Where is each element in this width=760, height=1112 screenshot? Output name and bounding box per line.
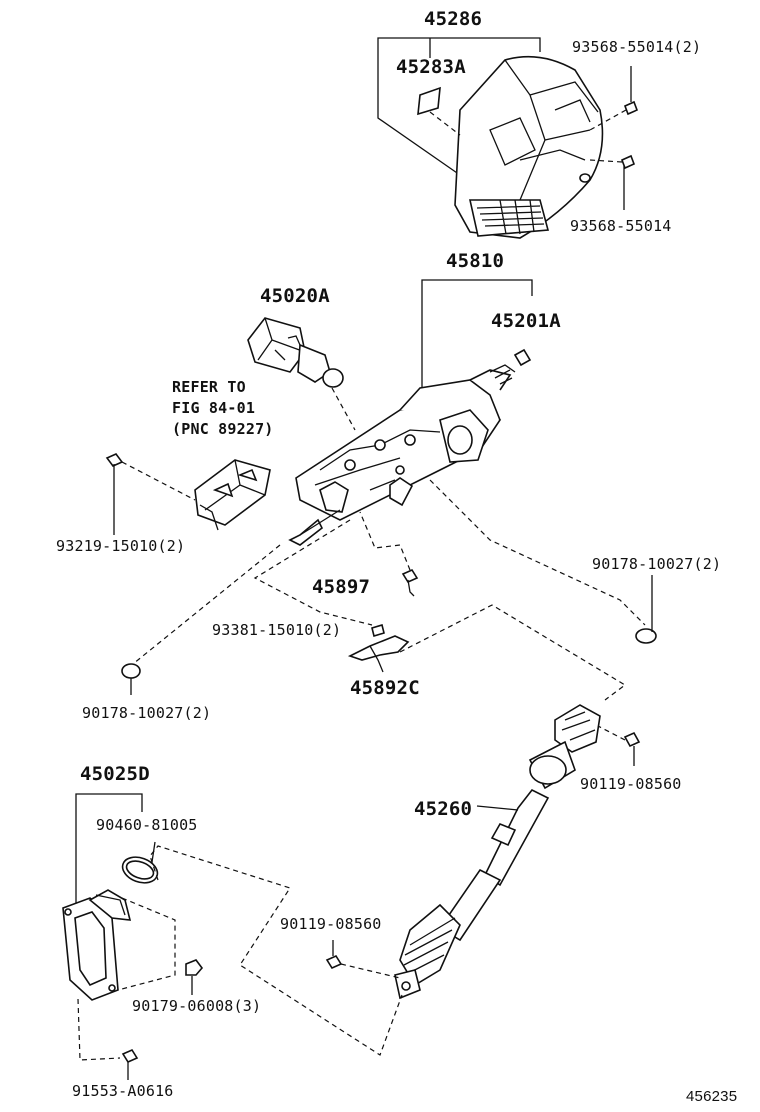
part-number-90460-81005[interactable]: 90460-81005 [96, 816, 198, 834]
steering-column-assembly-icon [288, 364, 516, 546]
part-number-93568-55014-2[interactable]: 93568-55014(2) [572, 38, 702, 56]
part-number-93568-55014[interactable]: 93568-55014 [570, 217, 672, 235]
part-number-45892c[interactable]: 45892C [350, 677, 420, 699]
ring-icon [121, 841, 159, 884]
part-number-45260[interactable]: 45260 [414, 798, 473, 820]
leader-45810 [421, 279, 533, 296]
bracket-icon [194, 459, 271, 531]
part-number-93381-15010[interactable]: 93381-15010(2) [212, 621, 342, 639]
refer-fig-line[interactable]: FIG 84-01 [172, 399, 256, 417]
refer-pnc-line: (PNC 89227) [172, 420, 274, 438]
part-number-91553-a0616[interactable]: 91553-A0616 [72, 1082, 174, 1100]
part-number-45286[interactable]: 45286 [424, 8, 483, 30]
bolt-icon [325, 940, 401, 979]
part-number-45020a[interactable]: 45020A [260, 285, 330, 307]
label-45283a-icon [417, 86, 441, 116]
refer-to-line: REFER TO [172, 378, 246, 396]
part-number-90119-08560-right[interactable]: 90119-08560 [580, 775, 682, 793]
part-number-90119-08560-left[interactable]: 90119-08560 [280, 915, 382, 933]
part-number-90178-10027-right[interactable]: 90178-10027(2) [592, 555, 722, 573]
part-number-93219-15010[interactable]: 93219-15010(2) [56, 537, 186, 555]
figure-number: 456235 [686, 1088, 738, 1105]
part-number-45201a[interactable]: 45201A [491, 310, 561, 332]
column-cover-icon [454, 55, 604, 239]
bolt-icon [401, 568, 419, 597]
part-number-90178-10027-left[interactable]: 90178-10027(2) [82, 704, 212, 722]
column-hole-cover-icon [62, 889, 132, 1001]
bushing-icon [513, 348, 532, 367]
bolt-icon [597, 725, 641, 766]
intermediate-shaft-icon [394, 704, 601, 1000]
nut-icon [185, 959, 204, 995]
leader-45025d [75, 793, 143, 812]
part-number-45810[interactable]: 45810 [446, 250, 505, 272]
part-number-45025d[interactable]: 45025D [80, 763, 150, 785]
bolt-icon [121, 1048, 139, 1080]
part-number-45283a[interactable]: 45283A [396, 56, 466, 78]
bolt-icon [105, 453, 196, 535]
steering-lock-icon [247, 317, 344, 388]
nut-icon [635, 575, 657, 644]
part-number-45897[interactable]: 45897 [312, 576, 371, 598]
leader-45286 [377, 37, 541, 52]
nut-icon [121, 663, 141, 695]
screw-icon [589, 66, 639, 131]
leader-45286-a [377, 40, 461, 176]
screw-icon [589, 154, 636, 210]
part-number-90179-06008[interactable]: 90179-06008(3) [132, 997, 262, 1015]
stopper-icon [347, 623, 410, 673]
leader-45260 [476, 805, 519, 811]
